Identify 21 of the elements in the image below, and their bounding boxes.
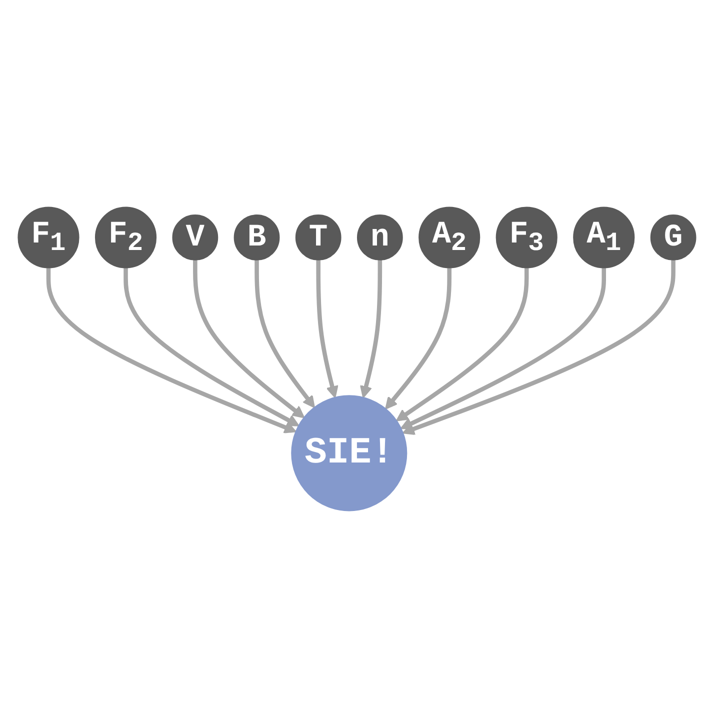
node-circle: n <box>357 214 403 260</box>
arrow <box>316 259 338 398</box>
arrow <box>124 267 300 426</box>
node-circle: A$_{1}$ <box>573 206 635 268</box>
arrow <box>254 259 316 408</box>
node-circle: F$_{1}$ <box>18 206 80 268</box>
node-circle: SIE! <box>291 394 408 511</box>
node-circle: T <box>295 214 342 260</box>
arrow <box>402 259 676 435</box>
arrow <box>385 267 452 410</box>
arrow <box>400 267 606 429</box>
node-circle: A$_{2}$ <box>418 206 480 268</box>
arrow <box>396 267 529 421</box>
node-circle: F$_{2}$ <box>94 206 157 268</box>
arrow <box>360 259 382 398</box>
node-circle: B <box>234 214 280 260</box>
arrow <box>193 259 305 418</box>
node-circle: G <box>650 214 696 260</box>
arrow <box>46 267 297 433</box>
node-circle: F$_{3}$ <box>496 206 558 268</box>
node-circle: V <box>172 214 218 260</box>
